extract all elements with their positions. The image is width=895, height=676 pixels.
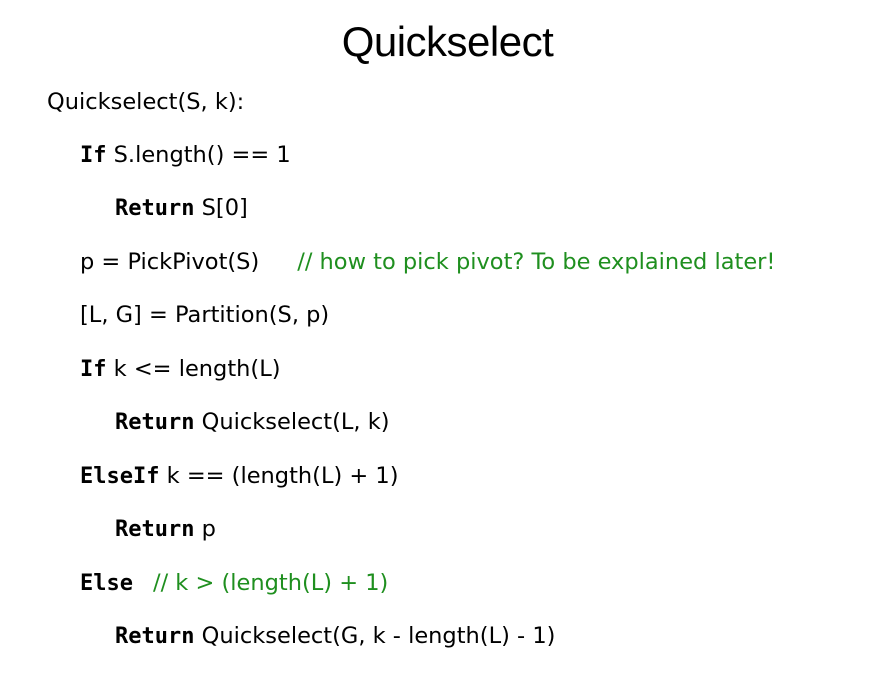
function-signature: Quickselect(S, k):: [47, 89, 245, 115]
code-line-7: ElseIf k == (length(L) + 1): [80, 456, 399, 496]
keyword-return: Return: [115, 624, 195, 649]
code-line-1: If S.length() == 1: [80, 135, 291, 175]
slide-title: Quickselect: [341, 18, 554, 65]
keyword-if: If: [80, 357, 107, 382]
line-text: k == (length(L) + 1): [159, 463, 399, 489]
line-text: k <= length(L): [106, 356, 281, 382]
code-line-8: Return p: [115, 509, 216, 549]
code-line-9: Else // k > (length(L) + 1): [80, 563, 388, 603]
code-line-5: If k <= length(L): [80, 349, 281, 389]
line-text: p = PickPivot(S): [80, 249, 260, 275]
code-line-10: Return Quickselect(G, k - length(L) - 1): [115, 616, 555, 656]
code-line-signature: Quickselect(S, k):: [47, 82, 244, 122]
line-text: [L, G] = Partition(S, p): [80, 302, 330, 328]
line-text: p: [194, 516, 216, 542]
code-line-3: p = PickPivot(S) // how to pick pivot? To…: [80, 242, 775, 282]
line-text: Quickselect(G, k - length(L) - 1): [194, 623, 556, 649]
line-text: S.length() == 1: [106, 142, 291, 168]
code-comment: // k > (length(L) + 1): [152, 570, 389, 596]
keyword-elseif: ElseIf: [80, 464, 160, 489]
keyword-return: Return: [115, 517, 195, 542]
code-line-6: Return Quickselect(L, k): [115, 402, 390, 442]
keyword-else: Else: [80, 571, 133, 596]
line-text: S[0]: [194, 195, 248, 221]
code-comment: // how to pick pivot? To be explained la…: [297, 249, 776, 275]
line-text: Quickselect(L, k): [194, 409, 390, 435]
keyword-return: Return: [115, 410, 195, 435]
keyword-if: If: [80, 143, 107, 168]
code-line-2: Return S[0]: [115, 188, 248, 228]
keyword-return: Return: [115, 196, 195, 221]
code-line-4: [L, G] = Partition(S, p): [80, 295, 329, 335]
